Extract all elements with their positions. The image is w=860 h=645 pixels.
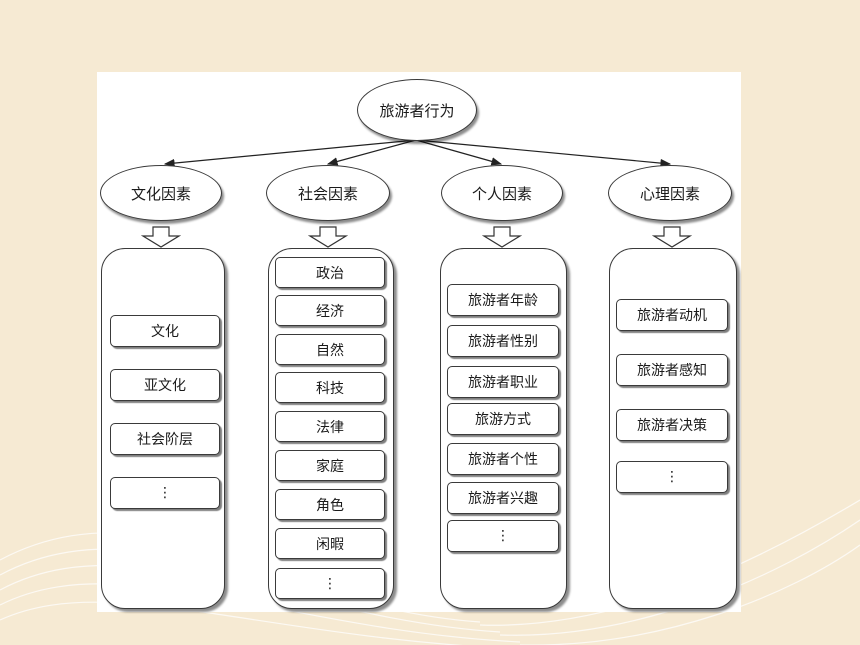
culture-factor-column: 文化 亚文化 社会阶层 ⋮ bbox=[101, 248, 225, 609]
item-label: ⋮ bbox=[158, 485, 172, 501]
item-label: 经济 bbox=[316, 303, 344, 320]
connector-lines bbox=[163, 139, 672, 168]
category-node-personal: 个人因素 bbox=[441, 165, 563, 221]
list-item: ⋮ bbox=[447, 520, 559, 552]
item-label: 家庭 bbox=[316, 458, 344, 475]
category-label: 个人因素 bbox=[471, 184, 532, 203]
list-item: 法律 bbox=[275, 411, 385, 442]
item-label: 社会阶层 bbox=[137, 432, 193, 448]
item-label: 旅游者决策 bbox=[637, 418, 707, 434]
list-item: 自然 bbox=[275, 334, 385, 365]
category-node-culture: 文化因素 bbox=[100, 165, 222, 221]
category-node-psychological: 心理因素 bbox=[608, 165, 732, 221]
item-label: 法律 bbox=[316, 419, 344, 436]
list-item: 旅游者决策 bbox=[616, 409, 728, 441]
diagram-panel: 旅游者行为 文化因素 社会因素 个人因素 心理因素 文化 亚文化 社会阶层 ⋮ bbox=[97, 72, 741, 612]
item-label: 旅游者职业 bbox=[468, 375, 538, 391]
item-label: ⋮ bbox=[496, 528, 510, 544]
item-label: 闲暇 bbox=[316, 536, 344, 553]
list-item: 科技 bbox=[275, 372, 385, 403]
list-item: 政治 bbox=[275, 257, 385, 288]
list-item: 旅游者性别 bbox=[447, 325, 559, 357]
item-label: 旅游者性别 bbox=[468, 334, 538, 350]
item-label: ⋮ bbox=[665, 469, 679, 485]
item-label: 旅游者兴趣 bbox=[468, 491, 538, 507]
down-arrow-icon bbox=[482, 226, 522, 248]
root-node: 旅游者行为 bbox=[357, 79, 477, 141]
list-item: 社会阶层 bbox=[110, 423, 220, 455]
list-item: 旅游者职业 bbox=[447, 366, 559, 398]
category-label: 文化因素 bbox=[130, 184, 191, 203]
list-item: 旅游者兴趣 bbox=[447, 482, 559, 514]
item-label: 角色 bbox=[316, 497, 344, 514]
item-label: 亚文化 bbox=[144, 378, 186, 394]
item-label: 旅游者动机 bbox=[637, 308, 707, 324]
down-arrow-icon bbox=[141, 226, 181, 248]
list-item: 文化 bbox=[110, 315, 220, 347]
social-factor-column: 政治 经济 自然 科技 法律 家庭 角色 闲暇 ⋮ bbox=[268, 248, 394, 609]
list-item: 经济 bbox=[275, 295, 385, 326]
category-label: 社会因素 bbox=[297, 184, 358, 203]
personal-factor-column: 旅游者年龄 旅游者性别 旅游者职业 旅游方式 旅游者个性 旅游者兴趣 ⋮ bbox=[440, 248, 567, 609]
list-item: 闲暇 bbox=[275, 528, 385, 559]
item-label: 旅游方式 bbox=[475, 412, 531, 428]
list-item: ⋮ bbox=[110, 477, 220, 509]
down-arrow-icon bbox=[652, 226, 692, 248]
list-item: ⋮ bbox=[616, 461, 728, 493]
item-label: 科技 bbox=[316, 380, 344, 397]
item-label: 旅游者个性 bbox=[468, 452, 538, 468]
category-label: 心理因素 bbox=[639, 184, 700, 203]
list-item: 亚文化 bbox=[110, 369, 220, 401]
list-item: 旅游方式 bbox=[447, 403, 559, 435]
item-label: 政治 bbox=[316, 265, 344, 282]
list-item: 旅游者感知 bbox=[616, 354, 728, 386]
list-item: 家庭 bbox=[275, 450, 385, 481]
list-item: 旅游者年龄 bbox=[447, 284, 559, 316]
list-item: 角色 bbox=[275, 489, 385, 520]
root-label: 旅游者行为 bbox=[379, 101, 455, 120]
list-item: 旅游者动机 bbox=[616, 299, 728, 331]
list-item: 旅游者个性 bbox=[447, 443, 559, 475]
item-label: 旅游者年龄 bbox=[468, 293, 538, 309]
item-label: 文化 bbox=[151, 324, 179, 340]
category-node-social: 社会因素 bbox=[266, 165, 390, 221]
item-label: 旅游者感知 bbox=[637, 363, 707, 379]
list-item: ⋮ bbox=[275, 568, 385, 599]
item-label: ⋮ bbox=[323, 575, 337, 592]
down-arrow-icon bbox=[308, 226, 348, 248]
psychological-factor-column: 旅游者动机 旅游者感知 旅游者决策 ⋮ bbox=[609, 248, 737, 609]
item-label: 自然 bbox=[316, 342, 344, 359]
